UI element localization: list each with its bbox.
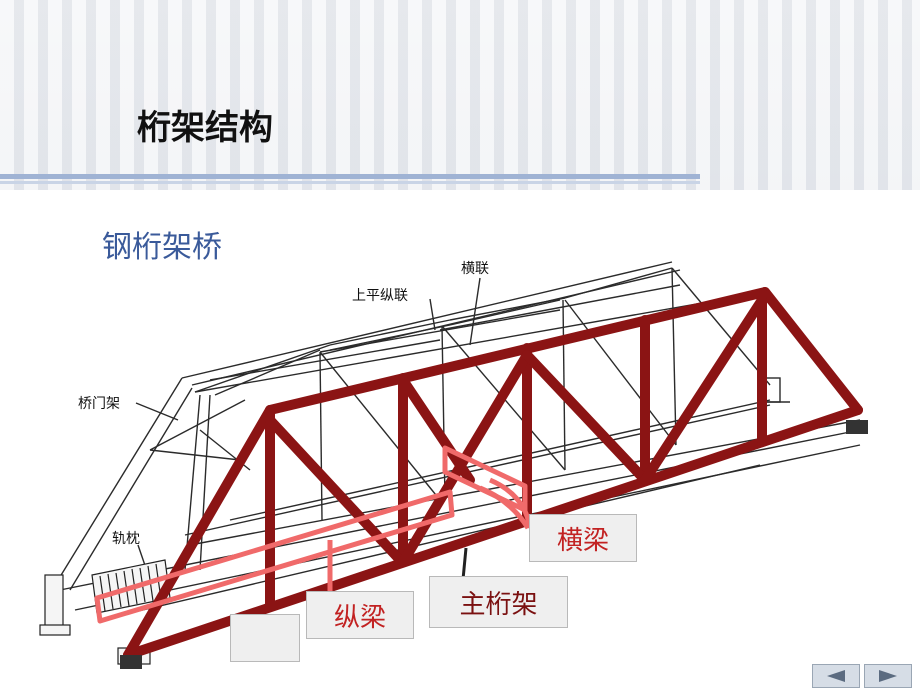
triangle-right-icon [879, 670, 897, 682]
bridge-sketch [54, 261, 861, 621]
truss-bridge-diagram: 横联 上平纵联 桥门架 轨枕 [39, 261, 868, 669]
header-divider-secondary [0, 181, 700, 184]
label-cross-bracing: 横联 [461, 261, 489, 277]
label-upper-lateral-bracing: 上平纵联 [352, 288, 408, 304]
slide-navigation [812, 664, 916, 688]
callout-floor-beam-text: 横梁 [556, 525, 609, 556]
highlight-outlines [94, 445, 533, 624]
next-slide-button[interactable] [864, 664, 912, 688]
callout-stringer: 纵梁 [306, 591, 414, 639]
callout-main-truss: 主桁架 [429, 576, 568, 628]
slide-title: 桁架结构 [137, 108, 273, 148]
callout-main-truss-text: 主桁架 [459, 589, 538, 620]
header-divider [0, 174, 700, 179]
label-portal-frame: 桥门架 [78, 396, 120, 412]
prev-slide-button[interactable] [812, 664, 860, 688]
callout-blank [230, 614, 300, 662]
callout-floor-beam: 横梁 [529, 514, 637, 562]
label-sleeper: 轨枕 [112, 531, 140, 547]
slide-subtitle: 钢桁架桥 [102, 230, 222, 265]
callout-stringer-text: 纵梁 [333, 602, 386, 633]
header-band [0, 0, 920, 190]
truss-bearings [120, 420, 868, 669]
triangle-left-icon [827, 670, 845, 682]
